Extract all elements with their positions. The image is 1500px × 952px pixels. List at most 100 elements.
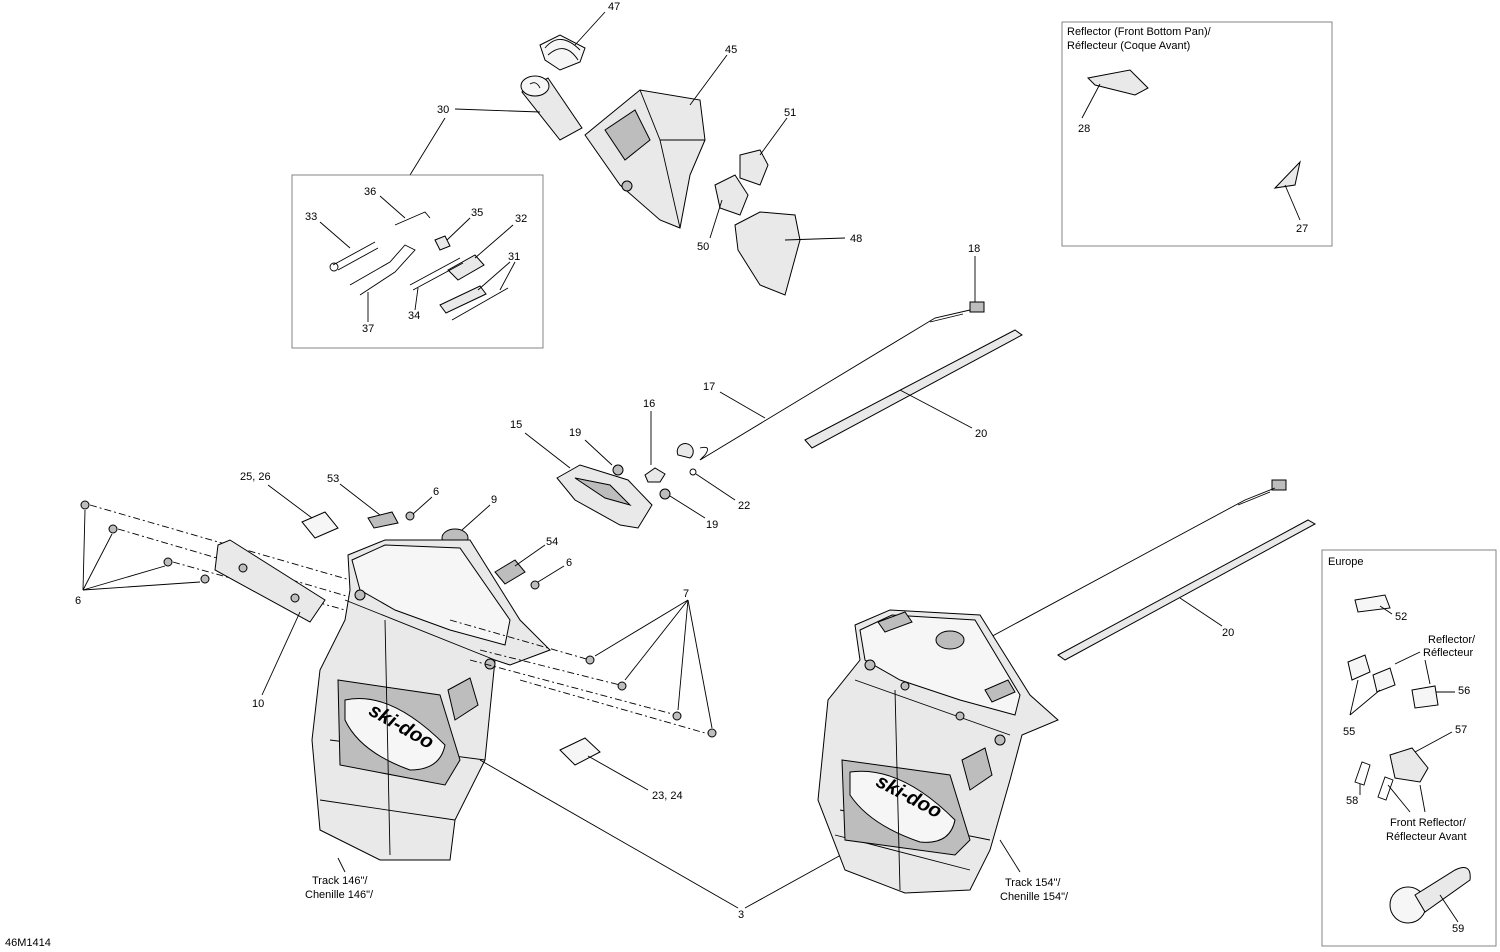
left-mud-flap-assembly: ski-doo [311,539,551,861]
part-35 [434,235,451,251]
part-19-nut-lower [659,488,671,500]
callout-3: 3 [738,909,744,921]
callout-45: 45 [725,44,737,56]
part-52-reflector [1354,594,1391,613]
callout-31: 31 [508,251,520,263]
part-18-connector-right [1271,479,1287,491]
europe-box [1321,549,1497,947]
part-45-housing [584,89,706,229]
callout-57: 57 [1455,724,1467,736]
callout-19-upper: 19 [569,427,581,439]
callout-33: 33 [305,211,317,223]
part-33-wrench [332,241,379,271]
part-58-clip-a [1354,761,1371,786]
part-54-decal [494,559,526,585]
part-10-bracket [214,539,326,623]
right-mud-flap-assembly: ski-doo [817,609,1059,894]
part-55-reflector-a [1347,654,1371,681]
part-6-screws-left [80,500,210,584]
part-59-front-reflector [1389,867,1471,924]
callout-10: 10 [252,698,264,710]
track-right-2: Chenille 154"/ [1000,891,1069,903]
callout-51: 51 [784,107,796,119]
callout-52: 52 [1395,611,1407,623]
callout-16: 16 [643,398,655,410]
callout-54: 54 [546,536,558,548]
callout-20-upper: 20 [975,428,987,440]
part-20-strip-lower [1057,519,1317,661]
part-19-nut-upper [612,464,624,476]
part-20-strip-upper [804,329,1023,449]
europe-front-reflector-1: Front Reflector/ [1390,817,1467,829]
callout-6-a: 6 [433,486,439,498]
callout-56: 56 [1458,685,1470,697]
part-7-screws [585,655,717,738]
europe-reflector-2: Réflecteur [1423,647,1473,659]
part-27-reflector [1273,160,1301,189]
callout-55: 55 [1343,726,1355,738]
callout-50: 50 [697,241,709,253]
part-34 [409,257,464,291]
europe-reflector-1: Reflector/ [1428,634,1476,646]
part-55-reflector-b [1372,667,1396,693]
part-47-clip [539,34,586,71]
callout-32: 32 [515,213,527,225]
part-31 [439,285,487,314]
part-16-socket [676,443,694,459]
reflector-front-title-1: Reflector (Front Bottom Pan)/ [1067,26,1212,38]
callout-59: 59 [1452,923,1464,935]
europe-front-reflector-2: Réflecteur Avant [1386,831,1467,843]
callout-34: 34 [408,310,420,322]
callout-18: 18 [968,243,980,255]
callout-6-c: 6 [75,595,81,607]
callout-17: 17 [703,381,715,393]
callout-25-26: 25, 26 [240,471,271,483]
part-56-reflector [1411,685,1439,709]
part-48 [734,211,801,296]
callout-35: 35 [471,207,483,219]
track-left-2: Chenille 146"/ [305,889,374,901]
callout-47: 47 [608,1,620,13]
part-51 [739,149,769,186]
part-6-screw-a [405,511,415,521]
part-57-reflector-housing [1389,747,1429,783]
track-right-1: Track 154"/ [1005,877,1061,889]
track-left-1: Track 146"/ [312,875,368,887]
part-18-connector [969,301,985,313]
reflector-front-title-2: Réflecteur (Coque Avant) [1067,40,1190,52]
callout-58: 58 [1346,795,1358,807]
callout-23-24: 23, 24 [652,790,683,802]
part-36-hex-key [394,211,431,226]
part-32 [447,254,485,281]
part-22 [689,468,697,476]
part-28-reflector [1086,69,1149,96]
callout-22: 22 [738,500,750,512]
part-30-bag [520,75,583,141]
europe-title: Europe [1328,556,1363,568]
part-23-24-decal [559,737,601,766]
part-37 [349,244,416,296]
callout-36: 36 [364,186,376,198]
part-16-bulb [644,467,666,483]
callout-15: 15 [510,419,522,431]
part-17-harness [699,309,971,461]
callout-7: 7 [683,588,689,600]
callout-28: 28 [1078,123,1090,135]
part-6-screw-b [530,580,540,590]
part-50 [714,174,749,216]
part-53-decal [367,511,399,529]
callout-9: 9 [491,494,497,506]
callout-37: 37 [362,323,374,335]
drawing-code: 46M1414 [5,937,51,949]
part-25-26-decal [301,511,339,539]
reflector-front-box [1061,21,1333,247]
callout-6-b: 6 [566,557,572,569]
callout-53: 53 [327,473,339,485]
part-58-clip-b [1377,776,1394,801]
tool-kit-box [291,174,544,349]
callout-20-lower: 20 [1222,627,1234,639]
callout-48: 48 [850,233,862,245]
callout-19-lower: 19 [706,519,718,531]
callout-27: 27 [1296,223,1308,235]
